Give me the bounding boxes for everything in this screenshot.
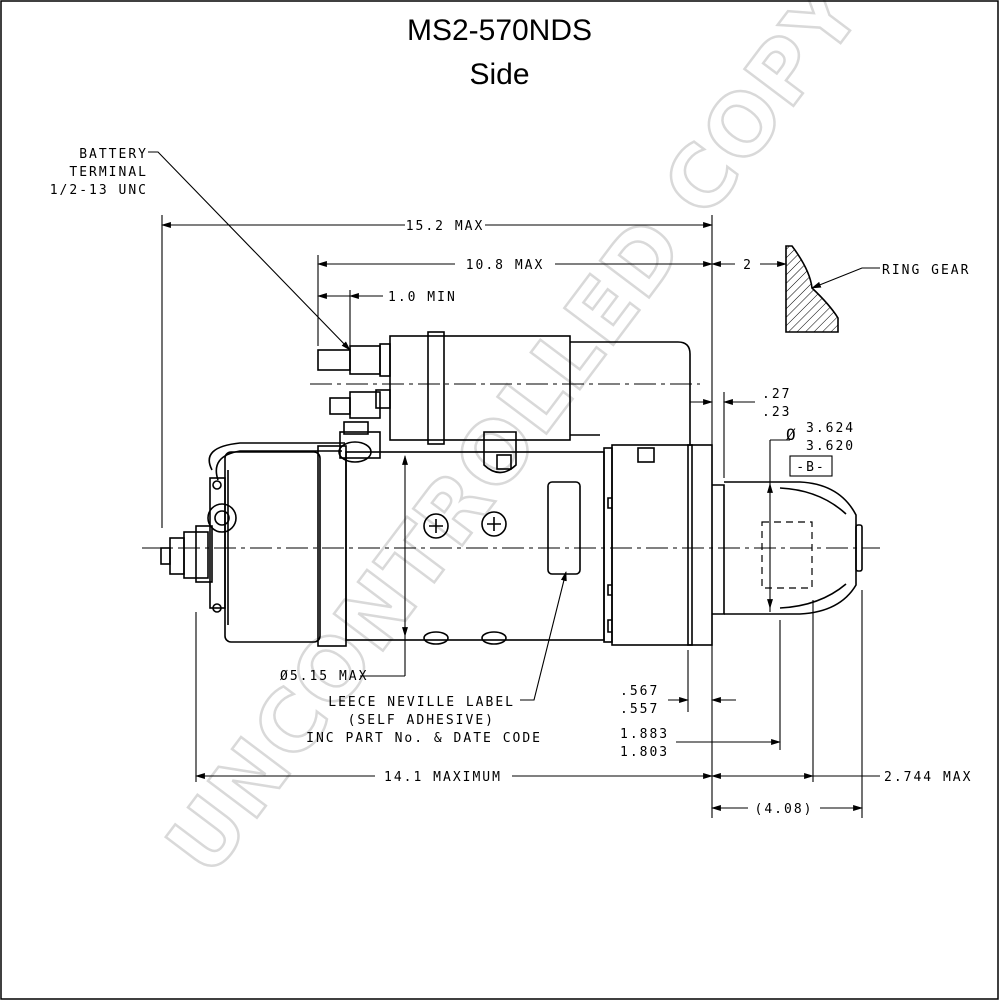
drawing-title: MS2-570NDS — [406, 14, 593, 47]
label-callout-3: INC PART No. & DATE CODE — [306, 731, 542, 746]
battery-terminal-stud — [317, 349, 351, 371]
dim-body-length: 14.1 MAXIMUM — [384, 770, 502, 785]
dim-mount-to-rear: 10.8 MAX — [466, 258, 545, 273]
battery-terminal-label-1: BATTERY — [79, 147, 148, 162]
datum-b: -B- — [796, 460, 825, 475]
dim-flange-upper: .27 — [762, 387, 791, 402]
battery-terminal-label-3: 1/2-13 UNC — [50, 183, 148, 198]
drawing-subtitle: Side — [469, 58, 530, 91]
dim-pilot-dia-upper: 3.624 — [806, 421, 855, 436]
label-callout-2: (SELF ADHESIVE) — [348, 713, 495, 728]
label-callout-1: LEECE NEVILLE LABEL — [328, 695, 515, 710]
dia-symbol: Ø — [786, 425, 796, 444]
dim-nose-ref: (4.08) — [755, 802, 814, 817]
dimension-text: BATTERY TERMINAL 1/2-13 UNC 15.2 MAX 10.… — [50, 147, 972, 817]
dim-flange-thk-upper: .567 — [620, 684, 659, 699]
solenoid-body — [389, 335, 571, 441]
pilot-ring — [712, 484, 725, 615]
label-area — [547, 481, 581, 575]
dimension-lines — [148, 151, 880, 818]
drive-housing — [611, 444, 693, 646]
solenoid-cover — [570, 341, 691, 445]
watermark: UNCONTROLLED COPY — [146, 0, 882, 893]
dim-flange-lower: .23 — [762, 405, 791, 420]
solenoid-band — [427, 331, 445, 445]
ring-gear — [785, 245, 839, 333]
dim-terminal-min: 1.0 MIN — [388, 290, 457, 305]
dim-flange-thk-lower: .557 — [620, 702, 659, 717]
terminal-cable — [208, 442, 345, 471]
dim-body-dia: Ø5.15 MAX — [280, 669, 368, 684]
starter-outline — [160, 331, 863, 647]
motor-terminal — [339, 431, 381, 459]
ring-gear-label: RING GEAR — [882, 263, 970, 278]
end-cap — [224, 451, 321, 643]
center-lines — [142, 383, 880, 549]
dim-gap-ring-gear: 2 — [743, 258, 753, 273]
dim-pilot-len-lower: 1.803 — [620, 745, 669, 760]
svg-text:UNCONTROLLED COPY: UNCONTROLLED COPY — [148, 0, 881, 892]
dim-overall-max: 15.2 MAX — [406, 219, 485, 234]
dim-nose-max: 2.744 MAX — [884, 770, 972, 785]
dim-pilot-len-upper: 1.883 — [620, 727, 669, 742]
dim-pilot-dia-lower: 3.620 — [806, 439, 855, 454]
battery-terminal-label-2: TERMINAL — [69, 165, 148, 180]
hidden-lines — [761, 521, 813, 589]
